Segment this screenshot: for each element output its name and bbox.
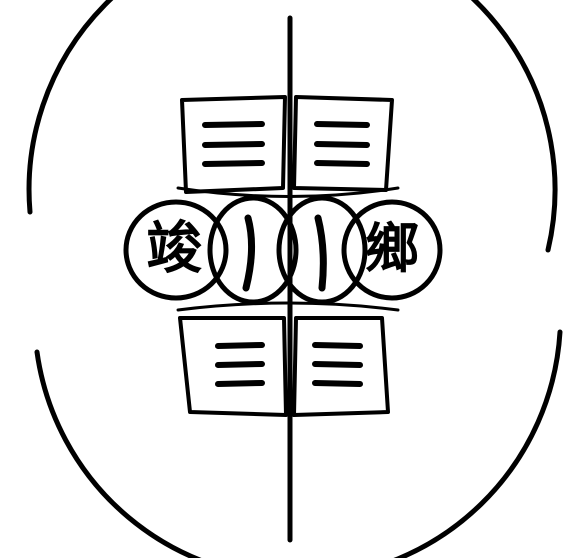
center-left-stroke-mark — [246, 218, 252, 288]
lower-right-trigram-block — [294, 318, 388, 415]
upper-left-trigram-block — [182, 97, 285, 192]
center-left-oval — [210, 198, 296, 302]
right-roundel-character: 鄉 — [365, 216, 419, 280]
outer-circle-lower-arc — [37, 332, 560, 558]
lower-left-trigram-block — [180, 318, 286, 415]
right-roundel: 鄉 — [344, 202, 440, 298]
center-right-stroke-mark — [318, 218, 323, 288]
left-roundel-character: 竣 — [146, 216, 202, 282]
upper-right-trigram-block — [294, 97, 392, 190]
